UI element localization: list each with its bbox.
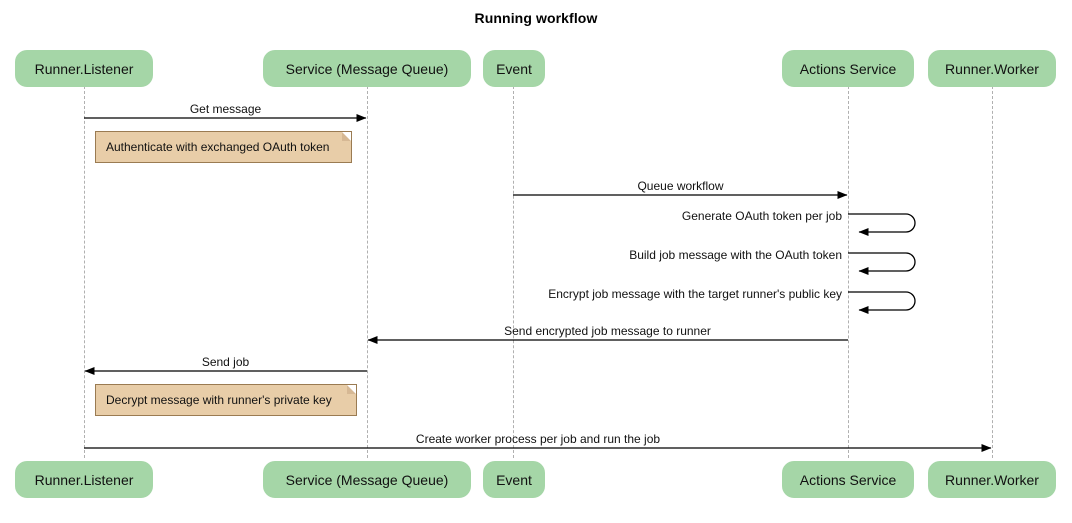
participant-label: Event: [496, 471, 532, 488]
message-label-generate-oauth-token-per-job: Generate OAuth token per job: [681, 209, 842, 223]
lifeline-runner-worker: [992, 86, 993, 458]
participant-event-top[interactable]: Event: [483, 50, 545, 87]
participant-label: Runner.Worker: [945, 471, 1039, 488]
note-text: Authenticate with exchanged OAuth token: [106, 140, 330, 154]
participant-runner-worker-bottom[interactable]: Runner.Worker: [928, 461, 1056, 498]
participant-actions-service-bottom[interactable]: Actions Service: [782, 461, 914, 498]
participant-label: Actions Service: [799, 471, 897, 488]
page-title: Running workflow: [474, 10, 598, 26]
participant-label: Runner.Worker: [945, 60, 1039, 77]
participant-service-message-queue-top[interactable]: Service (Message Queue): [263, 50, 471, 87]
lifeline-actions-service: [848, 86, 849, 458]
lifeline-service-message-queue: [367, 86, 368, 458]
note-decrypt-message-with-runners-private-key: Decrypt message with runner's private ke…: [95, 384, 357, 416]
self-loop-build-job-message-with-the-oauth-token: [848, 252, 916, 275]
note-text: Decrypt message with runner's private ke…: [106, 393, 332, 407]
participant-label: Service (Message Queue): [285, 60, 449, 77]
self-loop-encrypt-job-message-with-the-target-runners-public-key: [848, 291, 916, 314]
message-label-get-message: Get message: [189, 102, 262, 116]
participant-label: Actions Service: [799, 60, 897, 77]
note-authenticate-with-exchanged-oauth-token: Authenticate with exchanged OAuth token: [95, 131, 352, 163]
message-label-send-job: Send job: [201, 355, 250, 369]
message-label-build-job-message-with-the-oauth-token: Build job message with the OAuth token: [629, 248, 842, 262]
participant-runner-listener-bottom[interactable]: Runner.Listener: [15, 461, 153, 498]
message-label-create-worker-process-per-job-and-run-the-job: Create worker process per job and run th…: [415, 432, 661, 446]
participant-runner-listener-top[interactable]: Runner.Listener: [15, 50, 153, 87]
note-fold-corner-icon: [347, 385, 356, 394]
participant-label: Service (Message Queue): [285, 471, 449, 488]
message-label-queue-workflow: Queue workflow: [637, 179, 724, 193]
participant-event-bottom[interactable]: Event: [483, 461, 545, 498]
message-label-encrypt-job-message-with-the-target-runners-public-key: Encrypt job message with the target runn…: [548, 287, 842, 301]
lifeline-event: [513, 86, 514, 458]
participant-actions-service-top[interactable]: Actions Service: [782, 50, 914, 87]
participant-label: Runner.Listener: [34, 60, 134, 77]
participant-label: Event: [496, 60, 532, 77]
participant-runner-worker-top[interactable]: Runner.Worker: [928, 50, 1056, 87]
note-fold-corner-icon: [342, 132, 351, 141]
lifeline-runner-listener: [84, 86, 85, 458]
message-label-send-encrypted-job-message-to-runner: Send encrypted job message to runner: [504, 324, 711, 338]
self-loop-generate-oauth-token-per-job: [848, 213, 916, 236]
participant-label: Runner.Listener: [34, 471, 134, 488]
participant-service-message-queue-bottom[interactable]: Service (Message Queue): [263, 461, 471, 498]
